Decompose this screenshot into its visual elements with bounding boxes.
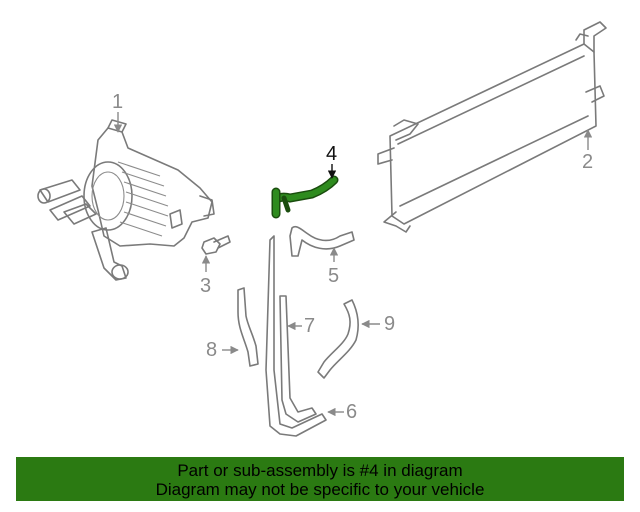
- part-8-hose[interactable]: [237, 287, 259, 367]
- callout-label-9: 9: [384, 313, 395, 335]
- part-9-hose[interactable]: [317, 299, 359, 379]
- callout-label-1: 1: [112, 91, 123, 113]
- callout-label-2: 2: [582, 151, 593, 173]
- part-2-cooler-assembly[interactable]: [377, 21, 607, 233]
- banner-line-2: Diagram may not be specific to your vehi…: [155, 480, 485, 499]
- callout-4: 4: [326, 143, 337, 179]
- callout-label-6: 6: [346, 401, 357, 423]
- part-7-tube[interactable]: [279, 295, 317, 423]
- banner-line-1: Part or sub-assembly is #4 in diagram: [177, 461, 463, 480]
- callout-1: 1: [112, 91, 123, 133]
- callout-6: 6: [327, 401, 357, 423]
- callout-9: 9: [361, 313, 395, 335]
- callout-7: 7: [287, 315, 315, 337]
- info-banner: Part or sub-assembly is #4 in diagram Di…: [16, 457, 624, 501]
- callout-2: 2: [582, 129, 593, 173]
- parts-diagram: 1 2 3 4 5: [37, 21, 607, 437]
- callout-label-4: 4: [326, 143, 337, 165]
- callout-8: 8: [206, 339, 239, 361]
- callout-5: 5: [328, 247, 339, 287]
- part-6-tube[interactable]: [265, 235, 327, 437]
- callout-label-5: 5: [328, 265, 339, 287]
- callout-label-7: 7: [304, 315, 315, 337]
- part-4-hose-highlighted[interactable]: [271, 175, 339, 219]
- callout-label-3: 3: [200, 275, 211, 297]
- part-1-oil-cooler[interactable]: [37, 119, 215, 281]
- part-5-hose[interactable]: [289, 225, 355, 257]
- callout-3: 3: [200, 255, 211, 297]
- part-3-bolt[interactable]: [201, 235, 231, 255]
- callout-label-8: 8: [206, 339, 217, 361]
